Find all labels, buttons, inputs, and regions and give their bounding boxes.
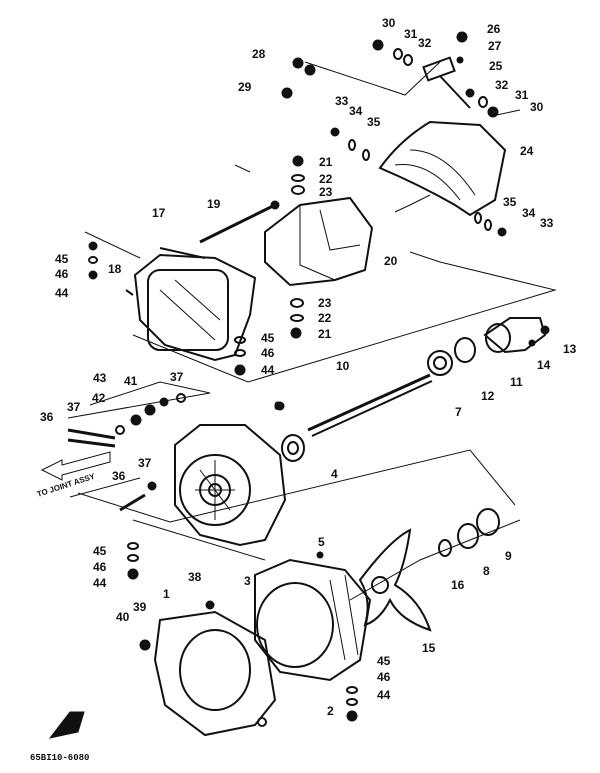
part-hose-36 bbox=[67, 393, 186, 512]
callout-29: 29 bbox=[238, 80, 252, 94]
callout-5: 5 bbox=[318, 535, 325, 549]
direction-arrow bbox=[40, 451, 111, 481]
callout-44-a: 44 bbox=[55, 286, 69, 300]
callout-46-a: 46 bbox=[55, 267, 69, 281]
part-housing-17 bbox=[88, 241, 257, 376]
part-bolt-19 bbox=[199, 200, 280, 244]
callout-labels: 1 2 3 4 5 6 7 8 9 10 11 12 13 14 15 16 1… bbox=[40, 16, 577, 718]
part-impeller-15 bbox=[358, 508, 500, 632]
part-cover-20 bbox=[264, 155, 374, 339]
callout-34-top: 34 bbox=[349, 104, 363, 118]
part-plate-1 bbox=[139, 600, 277, 737]
callout-45-d: 45 bbox=[377, 654, 391, 668]
callout-37-lower: 37 bbox=[138, 456, 152, 470]
callout-22-top: 22 bbox=[319, 172, 333, 186]
callout-36-lower: 36 bbox=[112, 469, 126, 483]
callout-12: 12 bbox=[481, 389, 495, 403]
callout-44-b: 44 bbox=[261, 363, 275, 377]
callout-45-c: 45 bbox=[93, 544, 107, 558]
callout-11: 11 bbox=[510, 375, 523, 389]
callout-6: 6 bbox=[274, 399, 281, 413]
part-steering-nozzle-deflector bbox=[330, 120, 507, 237]
callout-4: 4 bbox=[331, 467, 338, 481]
callout-15: 15 bbox=[422, 641, 436, 655]
callout-14: 14 bbox=[537, 358, 551, 372]
callout-32-top: 32 bbox=[418, 36, 432, 50]
callout-10: 10 bbox=[336, 359, 350, 373]
callout-26: 26 bbox=[487, 22, 501, 36]
callout-36-upper: 36 bbox=[40, 410, 54, 424]
part-mount-bracket-top bbox=[281, 31, 499, 118]
callout-31-top: 31 bbox=[404, 27, 418, 41]
part-bearing-6 bbox=[275, 401, 305, 462]
callout-42: 42 bbox=[92, 391, 106, 405]
callout-35-right: 35 bbox=[503, 195, 517, 209]
callout-45-a: 45 bbox=[55, 252, 69, 266]
callout-46-b: 46 bbox=[261, 346, 275, 360]
callout-23-bottom: 23 bbox=[318, 296, 332, 310]
callout-8: 8 bbox=[483, 564, 490, 578]
callout-44-c: 44 bbox=[93, 576, 107, 590]
callout-1: 1 bbox=[163, 587, 170, 601]
drawing-code: 65BI10-6080 bbox=[30, 753, 89, 763]
callout-23-top: 23 bbox=[319, 185, 333, 199]
callout-27: 27 bbox=[488, 39, 502, 53]
callout-37-mid: 37 bbox=[67, 400, 81, 414]
callout-16: 16 bbox=[451, 578, 465, 592]
callout-30-right: 30 bbox=[530, 100, 544, 114]
callout-37-upper: 37 bbox=[170, 370, 184, 384]
callout-31-right: 31 bbox=[515, 88, 529, 102]
callout-40: 40 bbox=[116, 610, 130, 624]
callout-17: 17 bbox=[152, 206, 166, 220]
callout-44-d: 44 bbox=[377, 688, 391, 702]
callout-18: 18 bbox=[108, 262, 122, 276]
yamaha-front-arrow-logo bbox=[48, 711, 85, 739]
callout-38: 38 bbox=[188, 570, 202, 584]
callout-46-c: 46 bbox=[93, 560, 107, 574]
callout-39: 39 bbox=[133, 600, 147, 614]
callout-33-right: 33 bbox=[540, 216, 554, 230]
callout-13: 13 bbox=[563, 342, 577, 356]
callout-24: 24 bbox=[520, 144, 534, 158]
callout-20: 20 bbox=[384, 254, 398, 268]
callout-21-bottom: 21 bbox=[318, 327, 332, 341]
callout-25: 25 bbox=[489, 59, 503, 73]
callout-22-bottom: 22 bbox=[318, 311, 332, 325]
callout-33-top: 33 bbox=[335, 94, 349, 108]
callout-9: 9 bbox=[505, 549, 512, 563]
callout-3: 3 bbox=[244, 574, 251, 588]
callout-41: 41 bbox=[124, 374, 138, 388]
callout-34-right: 34 bbox=[522, 206, 536, 220]
callout-32-right: 32 bbox=[495, 78, 509, 92]
part-impeller-housing-4 bbox=[174, 424, 287, 547]
callout-45-b: 45 bbox=[261, 331, 275, 345]
callout-7: 7 bbox=[455, 405, 462, 419]
part-fasteners-bottom bbox=[127, 542, 358, 722]
callout-19: 19 bbox=[207, 197, 221, 211]
callout-30-top: 30 bbox=[382, 16, 396, 30]
callout-2: 2 bbox=[327, 704, 334, 718]
group-outline-lines bbox=[67, 61, 557, 601]
direction-label: TO JOINT ASSY bbox=[36, 471, 97, 498]
callout-43: 43 bbox=[93, 371, 107, 385]
callout-35-top: 35 bbox=[367, 115, 381, 129]
callout-46-d: 46 bbox=[377, 670, 391, 684]
part-shaft-10 bbox=[307, 317, 550, 437]
callout-28: 28 bbox=[252, 47, 266, 61]
callout-21-top: 21 bbox=[319, 155, 333, 169]
part-nozzle-2 bbox=[254, 551, 372, 682]
